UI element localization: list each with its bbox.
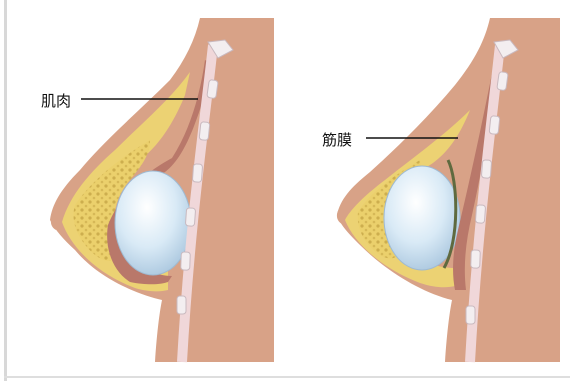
- fascia-label: 筋膜: [322, 129, 352, 150]
- right-figure: [337, 18, 560, 362]
- muscle-label: 肌肉: [41, 90, 71, 111]
- left-figure: [50, 18, 274, 362]
- left-implant: [115, 171, 191, 275]
